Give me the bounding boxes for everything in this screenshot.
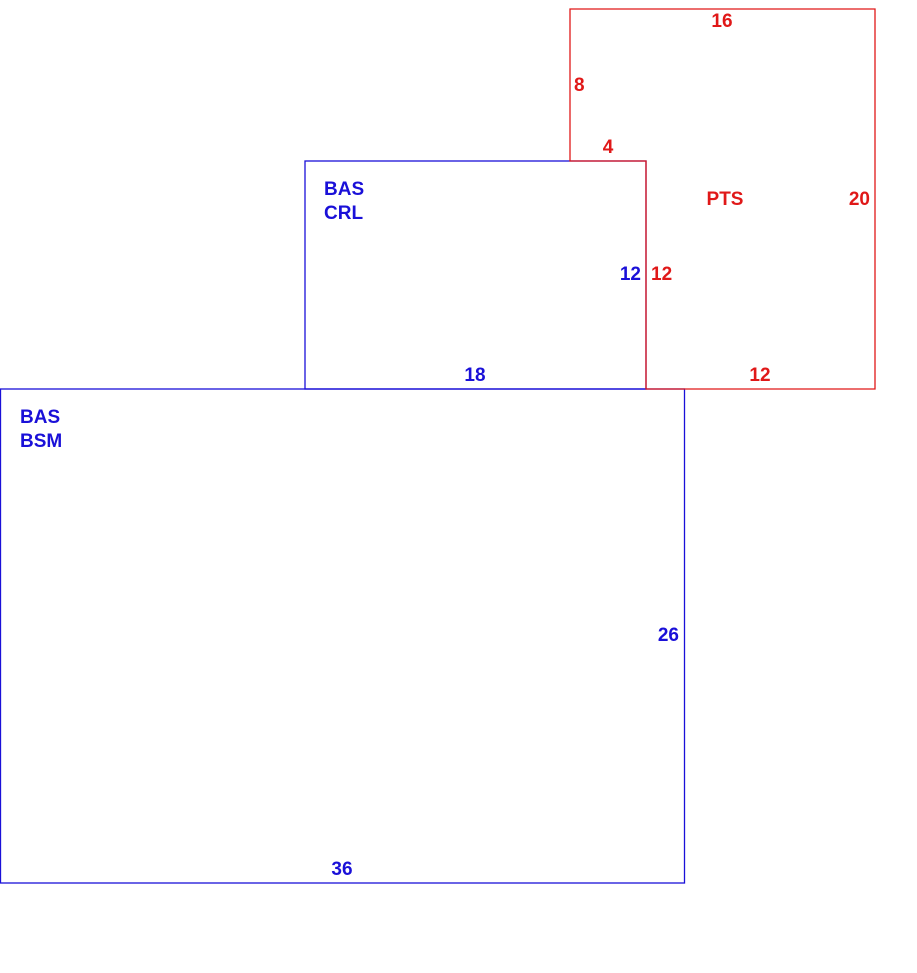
room-crl-label-line1: BAS bbox=[324, 179, 364, 200]
room-pts-dim-notch-vertical: 8 bbox=[574, 75, 585, 96]
room-pts-outline bbox=[569, 8, 876, 390]
room-bsm-label-line2: BSM bbox=[20, 431, 62, 452]
room-crl-label-line2: CRL bbox=[324, 203, 363, 224]
room-crl-dim-right: 12 bbox=[620, 264, 641, 285]
room-bsm-dim-bottom: 36 bbox=[331, 859, 352, 880]
room-bsm-label-line1: BAS bbox=[20, 407, 60, 428]
room-pts-dim-bottom: 12 bbox=[749, 365, 770, 386]
room-pts-dim-right: 20 bbox=[849, 189, 870, 210]
room-pts-dim-left: 12 bbox=[651, 264, 672, 285]
room-bsm-outline bbox=[0, 388, 686, 884]
room-pts-label: PTS bbox=[707, 189, 744, 210]
room-bsm-dim-right: 26 bbox=[658, 625, 679, 646]
room-crl-dim-bottom: 18 bbox=[464, 365, 485, 386]
room-pts-dim-top: 16 bbox=[711, 11, 732, 32]
room-pts-dim-notch-horizontal: 4 bbox=[603, 137, 614, 158]
